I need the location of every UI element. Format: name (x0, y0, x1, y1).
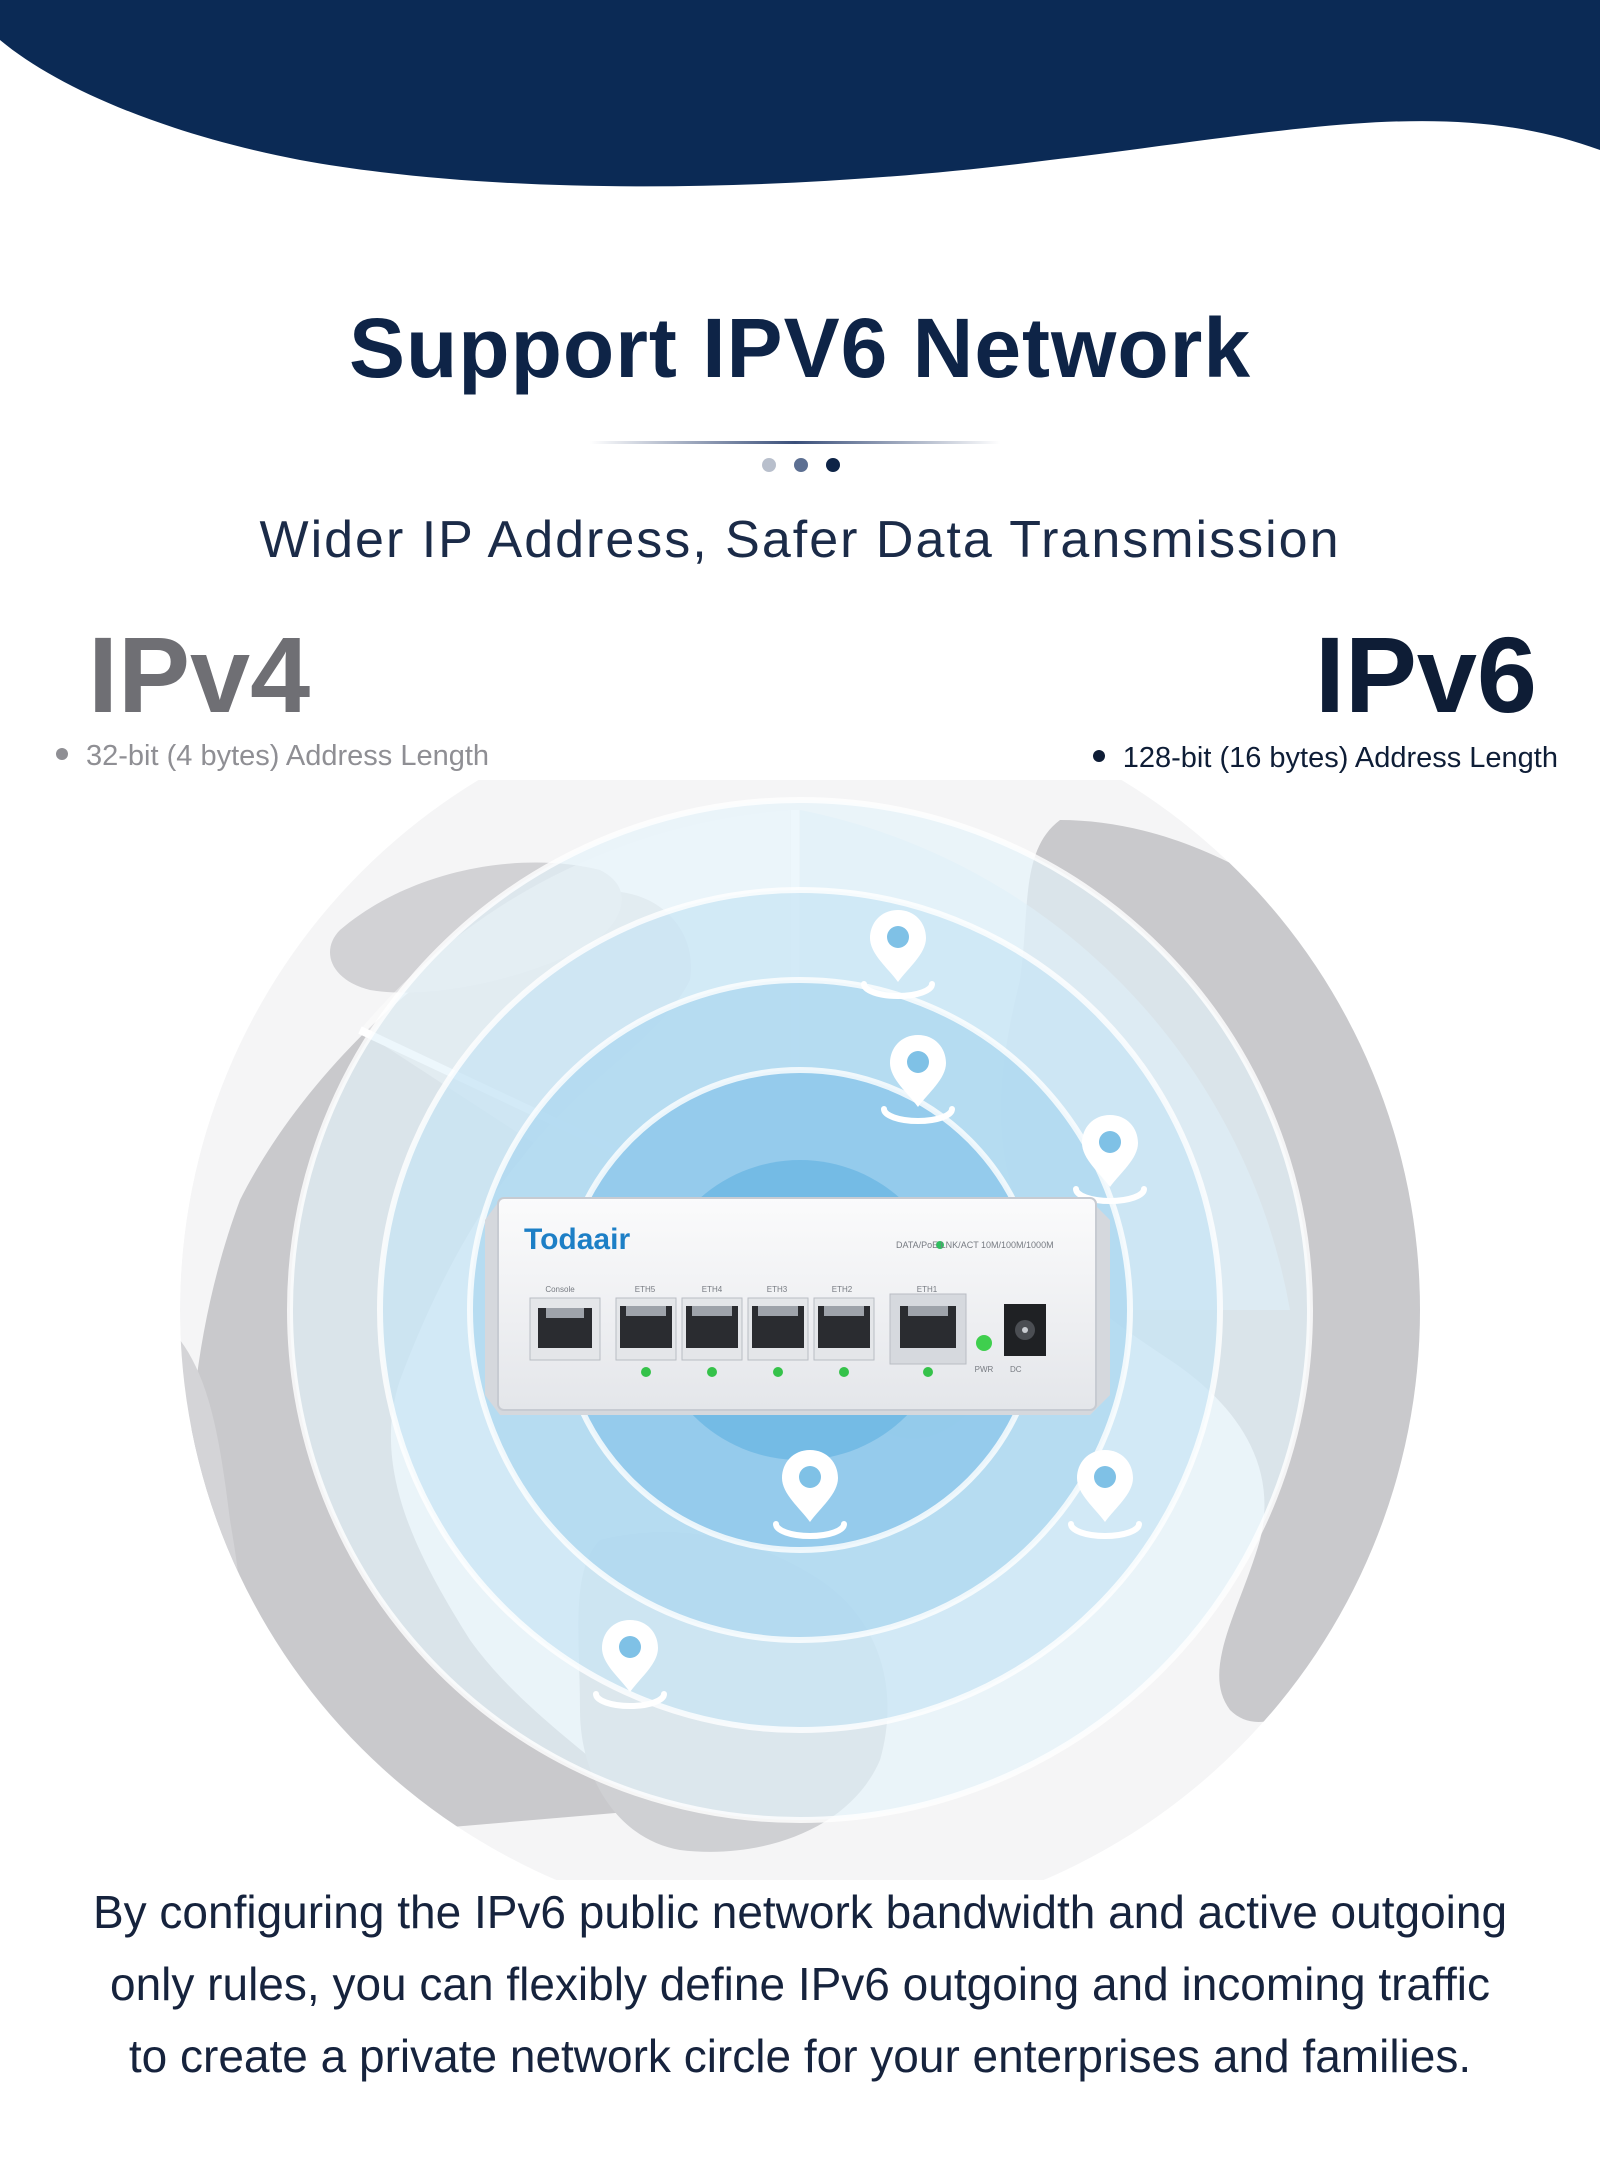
port-led (707, 1367, 717, 1377)
eth-port (889, 1293, 967, 1365)
eth-port (747, 1297, 809, 1361)
decorative-dots (760, 458, 850, 478)
dc-power-jack (1004, 1304, 1046, 1356)
power-led (976, 1335, 992, 1351)
pwr-label: PWR (975, 1365, 994, 1374)
globe-illustration: Todaair DATA/PoE LNK/ACT 10M/100M/1000M … (180, 780, 1420, 1880)
port-label: ETH5 (635, 1285, 656, 1294)
bullet-icon (1092, 750, 1105, 763)
eth-port (813, 1297, 875, 1361)
ipv6-note-text: 128-bit (16 bytes) Address Length (1122, 742, 1558, 774)
ipv4-note: 32-bit (4 bytes) Address Length (56, 740, 489, 773)
port-led (923, 1367, 933, 1377)
port-label: ETH1 (917, 1285, 938, 1294)
port-led (641, 1367, 651, 1377)
dot-dark (826, 458, 840, 472)
dot-light (762, 458, 776, 472)
port-led (839, 1367, 849, 1377)
device-brand: Todaair (524, 1223, 630, 1256)
network-switch: Todaair DATA/PoE LNK/ACT 10M/100M/1000M … (485, 1197, 1110, 1415)
ipv6-note: 128-bit (16 bytes) Address Length (1092, 742, 1558, 775)
port-led (773, 1367, 783, 1377)
title-divider (590, 441, 1000, 444)
console-port (529, 1297, 601, 1361)
port-label: Console (545, 1285, 575, 1294)
ipv4-heading: IPv4 (88, 614, 311, 735)
ipv4-note-text: 32-bit (4 bytes) Address Length (86, 740, 490, 772)
header-wave (0, 0, 1600, 187)
eth-port (681, 1297, 743, 1361)
device-status-text: DATA/PoE LNK/ACT 10M/100M/1000M (896, 1240, 1054, 1250)
ipv6-heading: IPv6 (1314, 614, 1537, 735)
page-subtitle: Wider IP Address, Safer Data Transmissio… (259, 511, 1341, 569)
dc-label: DC (1010, 1365, 1022, 1374)
port-label: ETH4 (702, 1285, 723, 1294)
status-led (936, 1241, 944, 1249)
description-text: By configuring the IPv6 public network b… (92, 1886, 1508, 2082)
eth-port (615, 1297, 677, 1361)
port-label: ETH2 (832, 1285, 853, 1294)
bullet-icon (56, 748, 68, 761)
port-label: ETH3 (767, 1285, 788, 1294)
page-title: Support IPV6 Network (348, 301, 1252, 395)
dot-mid (794, 458, 808, 472)
